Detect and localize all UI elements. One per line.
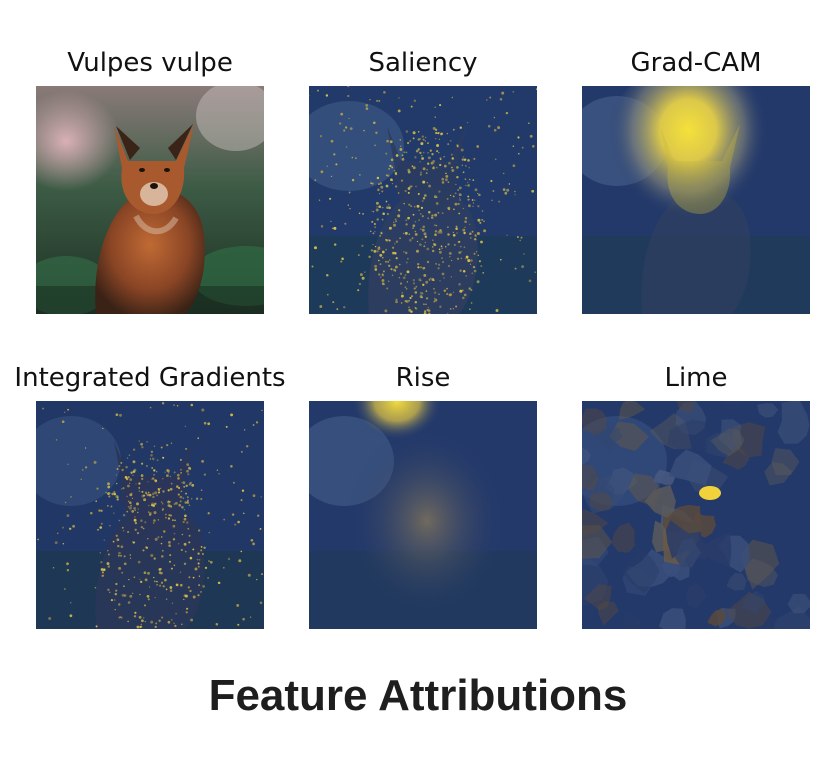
panel-title-original: Vulpes vulpe — [67, 48, 233, 78]
gradcam-heatmap — [582, 86, 810, 314]
saliency-map — [309, 86, 537, 314]
lime-superpixels — [582, 401, 810, 629]
fox-photo — [36, 86, 264, 314]
integrated-gradients-speckles — [37, 402, 263, 629]
lime-highlight-region — [699, 486, 721, 500]
panel-title-rise: Rise — [395, 363, 451, 393]
figure-caption: Feature Attributions — [208, 671, 628, 720]
panel-title-saliency: Saliency — [368, 48, 478, 78]
saliency-speckles — [309, 86, 537, 314]
panel-title-gradcam: Grad-CAM — [630, 48, 762, 78]
lime-superpixel-map — [582, 401, 810, 629]
panel-title-lime: Lime — [664, 363, 728, 393]
panel-title-integrated-gradients: Integrated Gradients — [14, 363, 286, 393]
rise-heatmap — [309, 401, 537, 629]
integrated-gradients-map — [36, 401, 264, 629]
